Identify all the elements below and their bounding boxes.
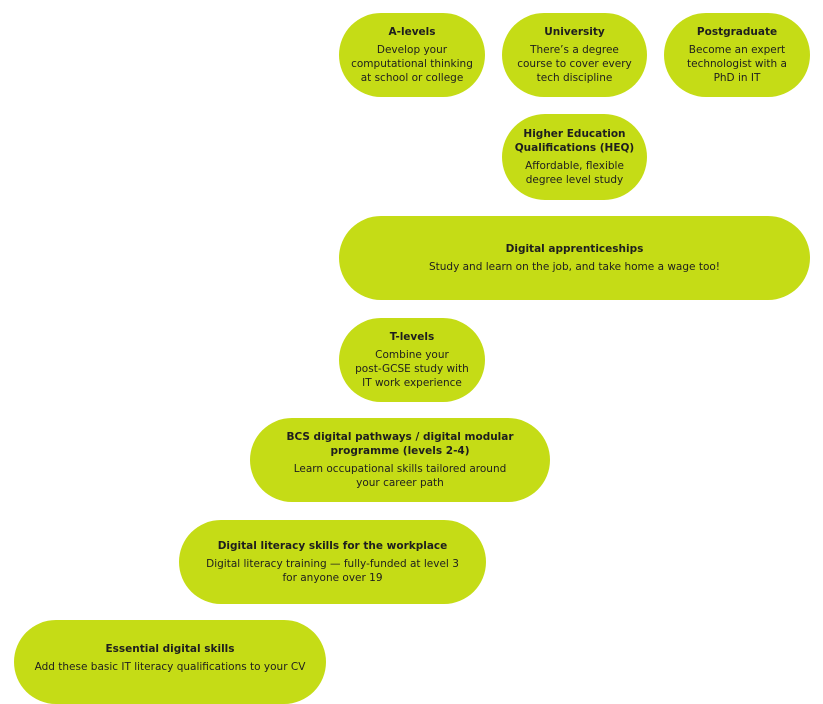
pathway-description: Develop your computational thinking at s… [351, 44, 473, 84]
pathway-description: There’s a degree course to cover every t… [517, 44, 632, 84]
pathway-bcs-digital: BCS digital pathways / digital modular p… [250, 418, 550, 502]
pathway-title: Digital literacy skills for the workplac… [217, 540, 448, 552]
pathway-description: Affordable, flexible degree level study [525, 160, 624, 186]
pathway-university: University There’s a degree course to co… [502, 13, 647, 97]
pathway-essential-digital-skills: Essential digital skills Add these basic… [14, 620, 326, 704]
pathway-heq: Higher Education Qualifications (HEQ) Af… [502, 114, 647, 200]
pathway-description: Digital literacy training — fully-funded… [206, 558, 459, 584]
pathway-title: Essential digital skills [105, 643, 235, 655]
pathway-description: Study and learn on the job, and take hom… [428, 261, 721, 273]
pathway-title: Digital apprenticeships [505, 243, 644, 255]
pathway-digital-apprenticeships: Digital apprenticeships Study and learn … [339, 216, 810, 300]
pathway-description: Become an expert technologist with a PhD… [687, 44, 787, 84]
pathway-alevels: A-levels Develop your computational thin… [339, 13, 485, 97]
pathway-tlevels: T-levels Combine your post-GCSE study wi… [339, 318, 485, 402]
pathway-title: Postgraduate [696, 26, 778, 38]
pathway-title: A-levels [388, 26, 436, 38]
pathway-title: BCS digital pathways / digital modular p… [286, 431, 514, 457]
pathway-description: Learn occupational skills tailored aroun… [293, 463, 507, 489]
pathway-title: T-levels [389, 331, 435, 343]
pathway-digital-literacy: Digital literacy skills for the workplac… [179, 520, 486, 604]
pathway-description: Combine your post-GCSE study with IT wor… [355, 349, 469, 389]
pathway-title: University [544, 26, 605, 38]
pathway-title: Higher Education Qualifications (HEQ) [514, 128, 635, 154]
pathway-description: Add these basic IT literacy qualificatio… [34, 661, 306, 673]
pathway-postgraduate: Postgraduate Become an expert technologi… [664, 13, 810, 97]
